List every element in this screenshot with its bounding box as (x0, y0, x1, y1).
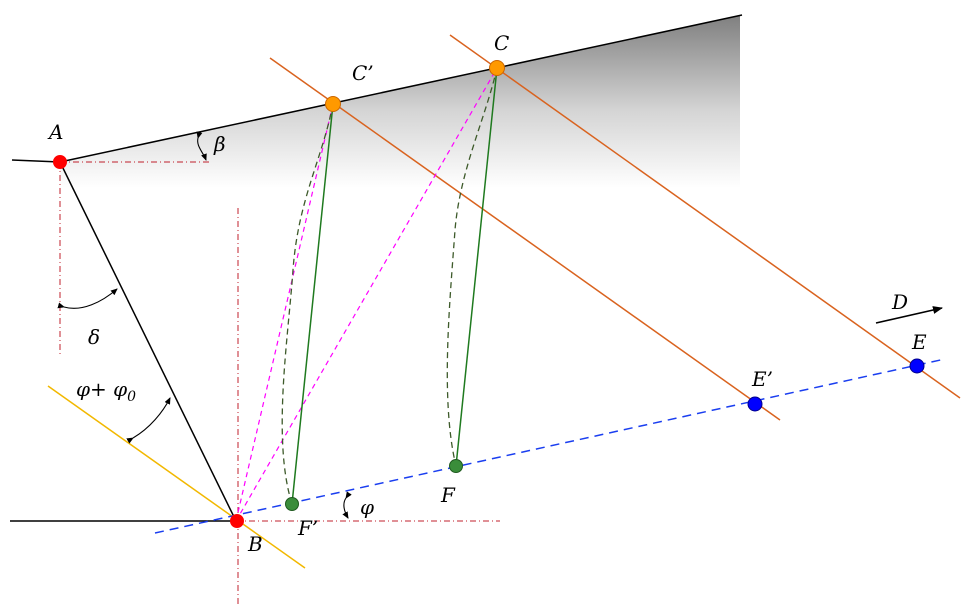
magenta-dashed-lines (235, 67, 498, 522)
point-b (230, 514, 244, 528)
label-phi: φ (360, 495, 374, 519)
point-e (909, 358, 925, 374)
direction-arrow-d (875, 306, 943, 324)
link-c-prime-f-prime (291, 103, 334, 505)
orange-line-c-prime (269, 57, 781, 421)
point-a (53, 155, 67, 169)
path-curve-f-prime (281, 103, 334, 505)
ground-line-a (11, 159, 61, 163)
point-c-prime (325, 96, 341, 112)
shaded-ground-region (60, 15, 740, 188)
label-a: A (47, 120, 63, 144)
blue-dashed-line (154, 358, 946, 534)
delta-angle-arrow (57, 288, 118, 309)
orange-line-c (449, 34, 961, 399)
link-ab (59, 161, 237, 522)
path-curve-f (446, 67, 498, 467)
label-delta: δ (88, 325, 100, 349)
point-f (449, 459, 463, 473)
label-phi-phi0: φ+ φ0 (76, 377, 136, 405)
label-c: C (494, 31, 509, 55)
label-beta: β (213, 132, 226, 156)
phi-angle-arrow (342, 491, 352, 519)
label-f-prime: F’ (297, 516, 318, 540)
yellow-line (47, 385, 306, 569)
beta-angle-arrow (196, 131, 207, 161)
label-b: B (247, 532, 263, 556)
point-f-prime (285, 497, 299, 511)
link-c-f (455, 67, 498, 467)
label-phi0-subscript: 0 (127, 389, 136, 405)
label-f: F (440, 483, 456, 507)
point-e-prime (747, 396, 763, 412)
label-c-prime: C’ (352, 61, 374, 85)
label-e-prime: E’ (751, 367, 773, 391)
reference-lines (59, 161, 500, 605)
top-incline-line (59, 14, 743, 163)
label-d: D (891, 290, 908, 314)
phi-phi0-angle-arrow (126, 397, 171, 444)
label-phi-phi0-main: φ+ φ (76, 377, 127, 401)
label-e: E (911, 330, 927, 354)
point-c (489, 60, 505, 76)
